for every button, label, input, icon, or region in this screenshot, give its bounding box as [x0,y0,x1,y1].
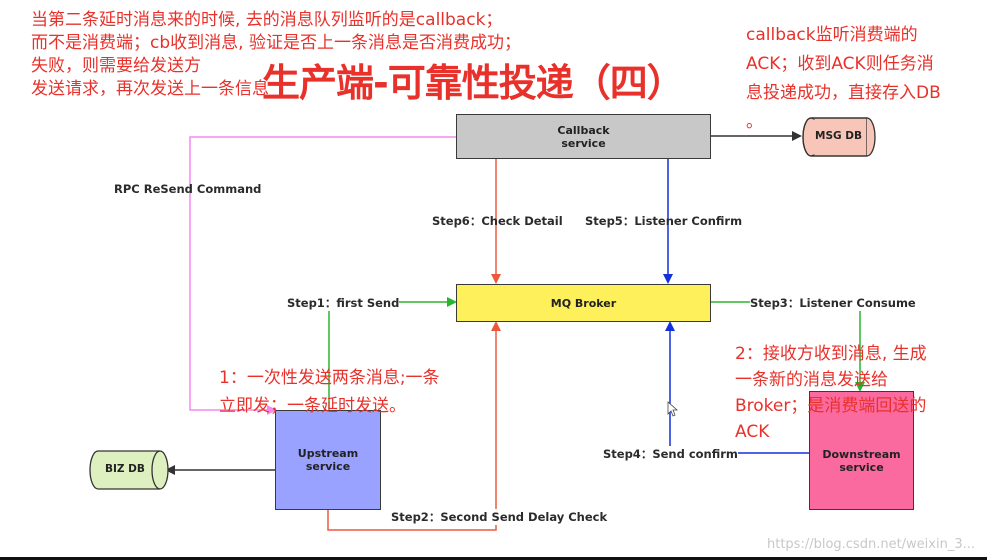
upstream-service-node: Upstream service [275,410,381,510]
edge-resend [189,136,456,415]
note-line: 而不是消费端；cb收到消息, 验证是否上一条消息是否消费成功； [31,33,521,53]
edge-label-step4: Step4：Send confirm [603,446,738,462]
note-line: 发送请求，再次发送上一条信息 [31,79,269,99]
note-line: ACK [735,422,770,442]
watermark: https://blog.csdn.net/weixin_3... [766,537,975,552]
edge-step2 [327,321,501,531]
edge-label-step3: Step3：Listener Consume [750,295,916,311]
note-line: Broker；是消费端回送的 [735,396,927,416]
note-right-mid: 2：接收方收到消息, 生成 一条新的消息发送给 Broker；是消费端回送的 A… [735,341,927,445]
note-line: 息投递成功，直接存入DB [746,83,941,103]
downstream-service-node: Downstream service [809,391,914,510]
note-line: 失败，则需要给发送方 [31,56,201,76]
edge-label-step2: Step2：Second Send Delay Check [391,509,608,525]
mq-broker-node: MQ Broker [456,284,711,322]
callback-service-node: Callback service [456,114,711,159]
msg-db-cylinder [802,117,876,157]
edge-label-resend: RPC ReSend Command [114,182,262,196]
biz-db-cylinder [89,450,169,490]
note-line: 一条新的消息发送给 [735,370,888,390]
note-top-left: 当第二条延时消息来的时候, 去的消息队列监听的是callback； 而不是消费端… [31,9,521,101]
note-line: 立即发；一条延时发送。 [219,396,406,416]
note-line: 2：接收方收到消息, 生成 [735,344,927,364]
bottom-bar [0,557,987,560]
edge-label-step6: Step6：Check Detail [432,214,563,228]
biz-db-label: BIZ DB [105,463,145,475]
note-line: 1：一次性发送两条消息;一条 [219,368,440,388]
note-line: 。 [746,112,763,132]
note-top-right: callback监听消费端的 ACK；收到ACK则任务消 息投递成功，直接存入D… [746,21,941,137]
edge-label-step1: Step1：first Send [287,295,400,311]
edge-label-step5: Step5：Listener Confirm [585,214,743,228]
note-line: callback监听消费端的 [746,25,918,45]
msg-db-label: MSG DB [815,130,863,142]
note-line: ACK；收到ACK则任务消 [746,54,934,74]
cursor-icon [667,401,679,417]
page-title: 生产端-可靠性投递（四） [262,61,685,105]
note-line: 当第二条延时消息来的时候, 去的消息队列监听的是callback； [31,10,503,30]
note-left-mid: 1：一次性发送两条消息;一条 立即发；一条延时发送。 [219,364,440,420]
